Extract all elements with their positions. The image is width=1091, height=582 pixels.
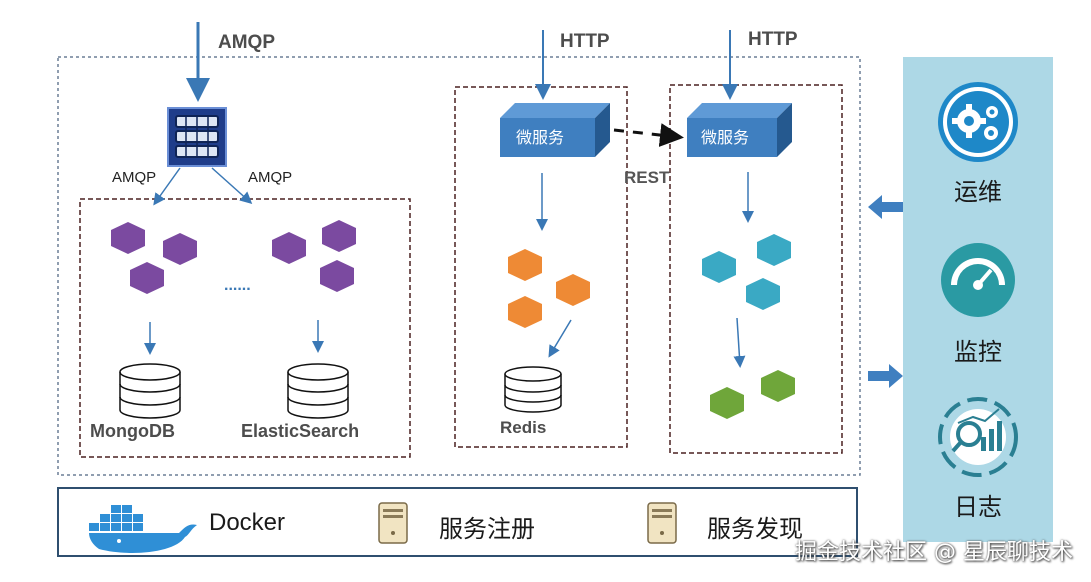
elasticsearch-icon bbox=[287, 363, 349, 419]
docker-label: Docker bbox=[209, 509, 286, 536]
rest-arrow bbox=[613, 123, 684, 147]
purple-cluster-left bbox=[111, 222, 197, 294]
ellipsis: ...... bbox=[224, 277, 251, 294]
service-left-box bbox=[454, 86, 628, 448]
server-icon-discovery bbox=[647, 502, 677, 544]
ops-label: 运维 bbox=[954, 178, 1002, 206]
amqp-right-label: AMQP bbox=[248, 169, 292, 186]
teal-cluster bbox=[702, 234, 791, 310]
gear-icon bbox=[938, 82, 1018, 162]
purple-cluster-right bbox=[272, 220, 356, 292]
message-queue-icon bbox=[167, 107, 227, 167]
amqp-right-arrow bbox=[211, 167, 253, 205]
watermark: 掘金技术社区 @ 星辰聊技术 bbox=[795, 540, 1073, 565]
elasticsearch-label: ElasticSearch bbox=[241, 421, 359, 441]
gauge-icon bbox=[941, 243, 1015, 317]
http-right-label: HTTP bbox=[748, 29, 798, 50]
green-cluster bbox=[710, 370, 795, 419]
analytics-icon bbox=[938, 397, 1018, 477]
docker-whale-icon bbox=[89, 505, 197, 553]
microservice-left-label: 微服务 bbox=[516, 128, 564, 147]
microservice-left-block bbox=[500, 103, 610, 157]
server-icon-registry bbox=[378, 502, 408, 544]
main-to-monitor-arrow bbox=[868, 364, 903, 388]
amqp-top-label: AMQP bbox=[218, 32, 275, 53]
ops-side-panel: 运维 监控 日志 bbox=[903, 57, 1053, 542]
microservice-right-block bbox=[687, 103, 792, 157]
redis-arrow bbox=[548, 319, 572, 358]
rest-label: REST bbox=[624, 168, 670, 187]
amqp-left-label: AMQP bbox=[112, 169, 156, 186]
log-label: 日志 bbox=[954, 493, 1002, 521]
redis-label: Redis bbox=[500, 418, 546, 437]
mongodb-icon bbox=[119, 363, 181, 419]
service-right-box bbox=[669, 84, 843, 454]
docker-bar: Docker 服务注册 服务发现 bbox=[57, 487, 858, 557]
teal-green-arrow bbox=[733, 317, 746, 368]
mongodb-label: MongoDB bbox=[90, 421, 175, 441]
ops-to-main-arrow bbox=[868, 195, 903, 219]
side-panel-icons bbox=[938, 82, 1018, 477]
redis-icon bbox=[504, 366, 562, 413]
http-left-label: HTTP bbox=[560, 31, 610, 52]
service-discovery-label: 服务发现 bbox=[707, 515, 803, 543]
microservice-right-label: 微服务 bbox=[701, 128, 749, 147]
amqp-left-arrow bbox=[153, 167, 181, 206]
outer-container bbox=[57, 56, 861, 476]
service-registry-label: 服务注册 bbox=[439, 515, 535, 543]
orange-cluster bbox=[508, 249, 590, 328]
monitor-label: 监控 bbox=[954, 338, 1002, 366]
